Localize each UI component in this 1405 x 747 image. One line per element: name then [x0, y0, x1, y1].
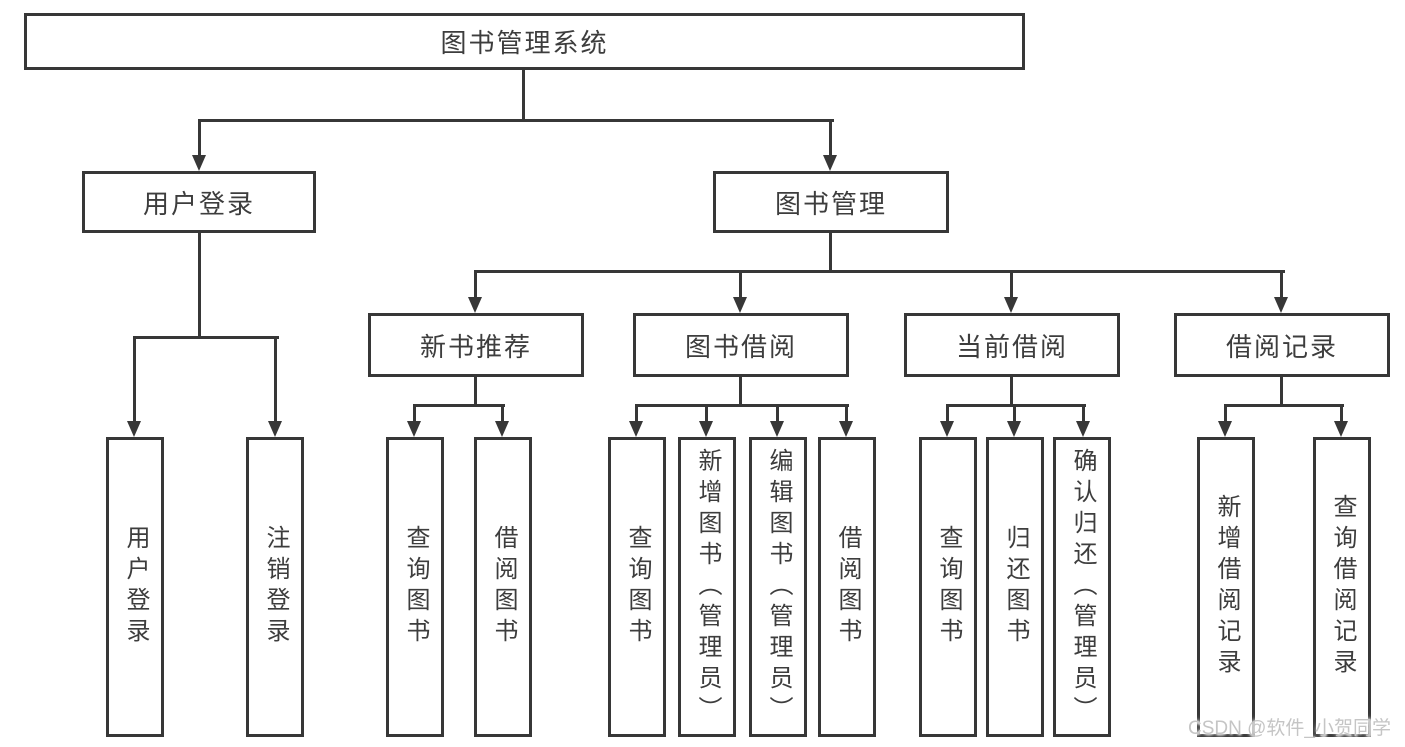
arrow-to-leaf-bb-borrow-books — [839, 404, 853, 437]
connector-current-borrowing-vline — [1010, 377, 1013, 406]
arrow-to-leaf-br-add-record — [1218, 404, 1232, 437]
leaf-label: 编辑图书（管理员） — [765, 447, 792, 727]
leaf-br-query-borrow-record: 查询借阅记录 — [1313, 437, 1371, 737]
arrow-to-book-management — [823, 119, 837, 171]
connector-book-management-vline — [829, 233, 832, 272]
connector-root-split-hline — [198, 119, 834, 122]
arrow-to-borrowing-records — [1274, 270, 1288, 313]
connector-root-vline — [522, 70, 525, 121]
leaf-label: 确认归还（管理员） — [1069, 447, 1096, 727]
arrow-to-book-borrowing — [733, 270, 747, 313]
leaf-label: 归还图书 — [1002, 525, 1029, 649]
leaf-label: 查询图书 — [935, 525, 962, 649]
leaf-bb-edit-book-admin: 编辑图书（管理员） — [749, 437, 807, 737]
arrow-to-leaf-cb-query-books — [940, 404, 954, 437]
arrow-to-leaf-cb-confirm-return — [1076, 404, 1090, 437]
leaf-label: 借阅图书 — [490, 525, 517, 649]
connector-user-login-split-hline — [133, 336, 279, 339]
node-label: 图书管理 — [774, 188, 887, 219]
node-user-login: 用户登录 — [82, 171, 316, 233]
leaf-label: 查询图书 — [624, 525, 651, 649]
node-label: 新书推荐 — [419, 331, 532, 362]
leaf-label: 新增图书（管理员） — [694, 447, 721, 727]
arrow-to-leaf-bb-edit-book — [770, 404, 784, 437]
arrow-to-leaf-rec-query-books — [407, 404, 421, 437]
arrow-to-leaf-logout — [268, 336, 282, 437]
csdn-watermark: CSDN @软件_小贺同学 — [1188, 718, 1391, 739]
connector-current-borrowing-split-hline — [946, 404, 1086, 407]
leaf-rec-query-books: 查询图书 — [386, 437, 444, 737]
leaf-cb-return-book: 归还图书 — [986, 437, 1044, 737]
leaf-bb-query-books: 查询图书 — [608, 437, 666, 737]
leaf-logout-login: 注销登录 — [246, 437, 304, 737]
node-book-borrowing: 图书借阅 — [633, 313, 849, 377]
arrow-to-leaf-user-login — [127, 336, 141, 437]
leaf-label: 查询借阅记录 — [1329, 494, 1356, 680]
leaf-cb-query-books: 查询图书 — [919, 437, 977, 737]
connector-new-book-recommend-vline — [474, 377, 477, 406]
leaf-user-login: 用户登录 — [106, 437, 164, 737]
node-library-management-system: 图书管理系统 — [24, 13, 1025, 70]
node-book-management: 图书管理 — [713, 171, 949, 233]
node-label: 图书管理系统 — [440, 28, 609, 58]
node-current-borrowing: 当前借阅 — [904, 313, 1120, 377]
arrow-to-leaf-bb-add-book — [699, 404, 713, 437]
node-label: 图书借阅 — [684, 331, 797, 362]
arrow-to-leaf-rec-borrow-books — [495, 404, 509, 437]
leaf-label: 借阅图书 — [834, 525, 861, 649]
node-borrowing-records: 借阅记录 — [1174, 313, 1390, 377]
leaf-label: 查询图书 — [402, 525, 429, 649]
connector-book-borrowing-vline — [739, 377, 742, 406]
arrow-to-leaf-bb-query-books — [629, 404, 643, 437]
connector-book-management-split-hline — [474, 270, 1285, 273]
leaf-br-add-borrow-record: 新增借阅记录 — [1197, 437, 1255, 737]
leaf-bb-add-book-admin: 新增图书（管理员） — [678, 437, 736, 737]
arrow-to-new-book-recommend — [468, 270, 482, 313]
leaf-label: 新增借阅记录 — [1213, 494, 1240, 680]
connector-user-login-vline — [198, 233, 201, 338]
node-label: 当前借阅 — [955, 331, 1068, 362]
connector-borrowing-records-split-hline — [1224, 404, 1344, 407]
node-label: 用户登录 — [142, 188, 255, 219]
leaf-cb-confirm-return-admin: 确认归还（管理员） — [1053, 437, 1111, 737]
leaf-bb-borrow-books: 借阅图书 — [818, 437, 876, 737]
connector-book-borrowing-split-hline — [635, 404, 849, 407]
arrow-to-current-borrowing — [1004, 270, 1018, 313]
leaf-label: 用户登录 — [122, 525, 149, 649]
arrow-to-leaf-cb-return-book — [1007, 404, 1021, 437]
node-new-book-recommend: 新书推荐 — [368, 313, 584, 377]
leaf-rec-borrow-books: 借阅图书 — [474, 437, 532, 737]
leaf-label: 注销登录 — [262, 525, 289, 649]
arrow-to-user-login — [192, 119, 206, 171]
connector-new-book-recommend-split-hline — [413, 404, 505, 407]
connector-borrowing-records-vline — [1280, 377, 1283, 406]
arrow-to-leaf-br-query-record — [1334, 404, 1348, 437]
node-label: 借阅记录 — [1225, 331, 1338, 362]
